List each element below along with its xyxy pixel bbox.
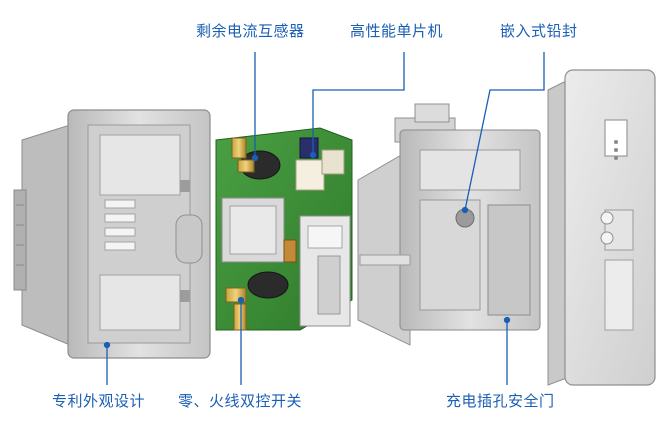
leader-lead-seal <box>464 52 545 211</box>
leader-lines <box>103 52 545 385</box>
label-current-transformer: 剩余电流互感器 <box>196 22 305 40</box>
inner-frame <box>357 103 541 346</box>
pcb-assembly <box>215 127 353 331</box>
label-switch: 零、火线双控开关 <box>178 392 303 410</box>
safety-door <box>487 204 531 316</box>
label-lead-seal: 嵌入式铅封 <box>500 22 578 40</box>
label-safety-door: 充电插孔安全门 <box>446 392 555 410</box>
leader-mcu <box>312 52 405 155</box>
rear-housing <box>13 109 211 359</box>
label-design: 专利外观设计 <box>52 392 146 410</box>
label-mcu: 高性能单片机 <box>350 22 444 40</box>
front-panel <box>547 69 656 386</box>
terminal-top <box>231 137 247 159</box>
